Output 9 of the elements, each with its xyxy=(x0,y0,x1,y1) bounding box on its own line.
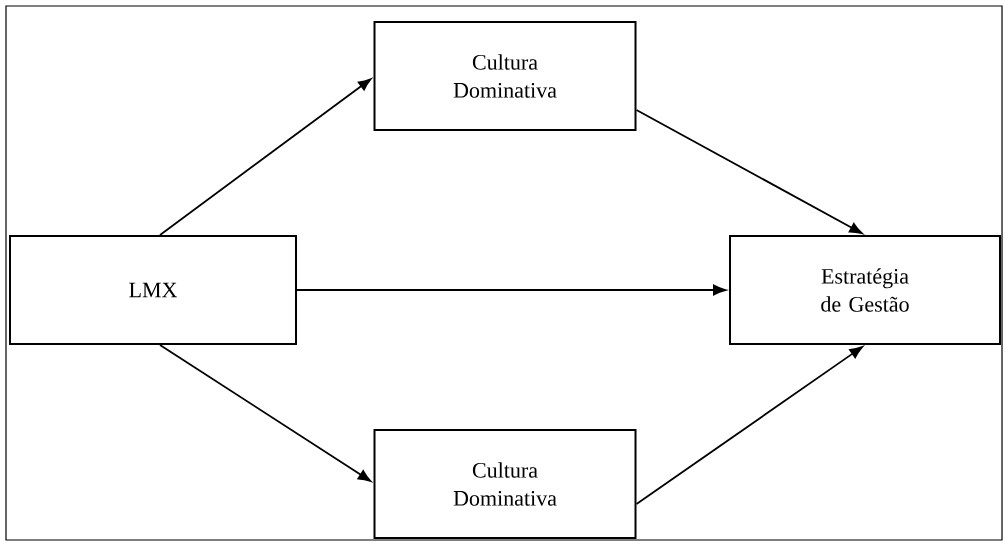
box: Estratégia de Gestão xyxy=(729,235,1001,345)
arrow xyxy=(296,284,727,296)
arrow xyxy=(159,344,372,482)
box: Cultura Dominativa xyxy=(373,21,637,131)
box: LMX xyxy=(9,235,297,345)
arrow xyxy=(635,346,863,505)
arrow xyxy=(635,109,863,235)
box: Cultura Dominativa xyxy=(373,429,637,539)
arrow xyxy=(159,78,372,236)
